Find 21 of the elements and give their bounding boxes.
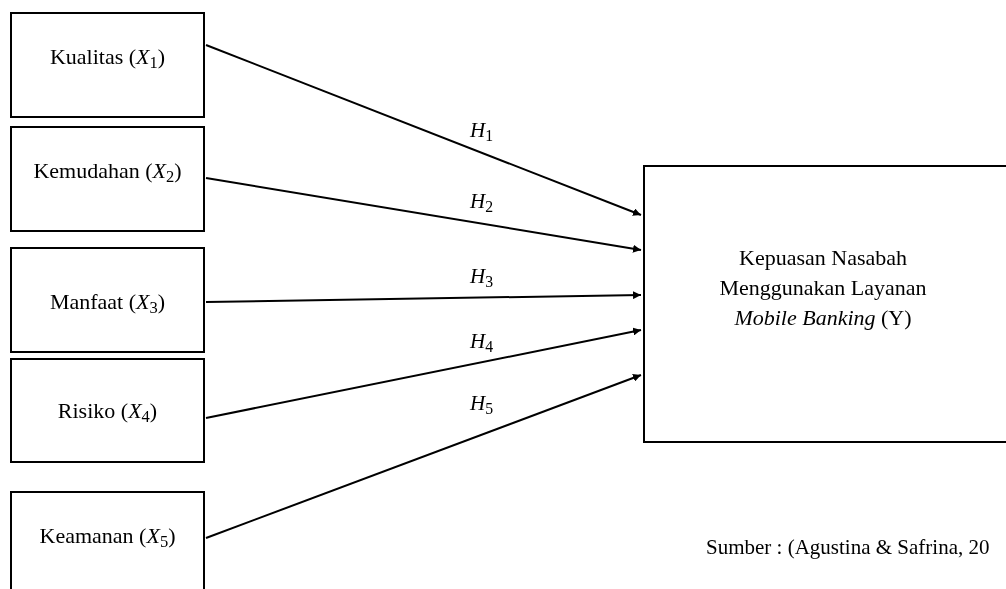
box-label: Kepuasan Nasabah Menggunakan Layanan Mobile Banking (Y) — [718, 244, 928, 332]
variable-box — [643, 165, 1006, 443]
edge-label: H$_{2}$ — [468, 191, 496, 213]
variable-box — [10, 12, 205, 118]
arrow — [205, 44, 642, 216]
variable-box — [10, 358, 205, 463]
edge-label: H$_{1}$ — [468, 120, 496, 142]
source-note: Sumber : (Agustina & Safrina, 20 — [706, 534, 990, 561]
box-label: Kualitas (X$_{1}$) — [49, 43, 166, 72]
arrow — [205, 327, 642, 419]
box-label: Manfaat (X$_{3}$) — [49, 288, 166, 317]
box-label: Risiko (X$_{4}$) — [57, 397, 158, 426]
box-label: Kemudahan (X$_{2}$) — [33, 157, 182, 186]
variable-box — [10, 247, 205, 353]
variable-box — [10, 491, 205, 589]
box-label: Keamanan (X$_{5}$) — [39, 522, 176, 551]
arrow — [205, 374, 642, 539]
edge-label: H$_{5}$ — [468, 393, 496, 415]
arrow — [205, 291, 642, 303]
arrow — [205, 177, 642, 253]
variable-box — [10, 126, 205, 232]
